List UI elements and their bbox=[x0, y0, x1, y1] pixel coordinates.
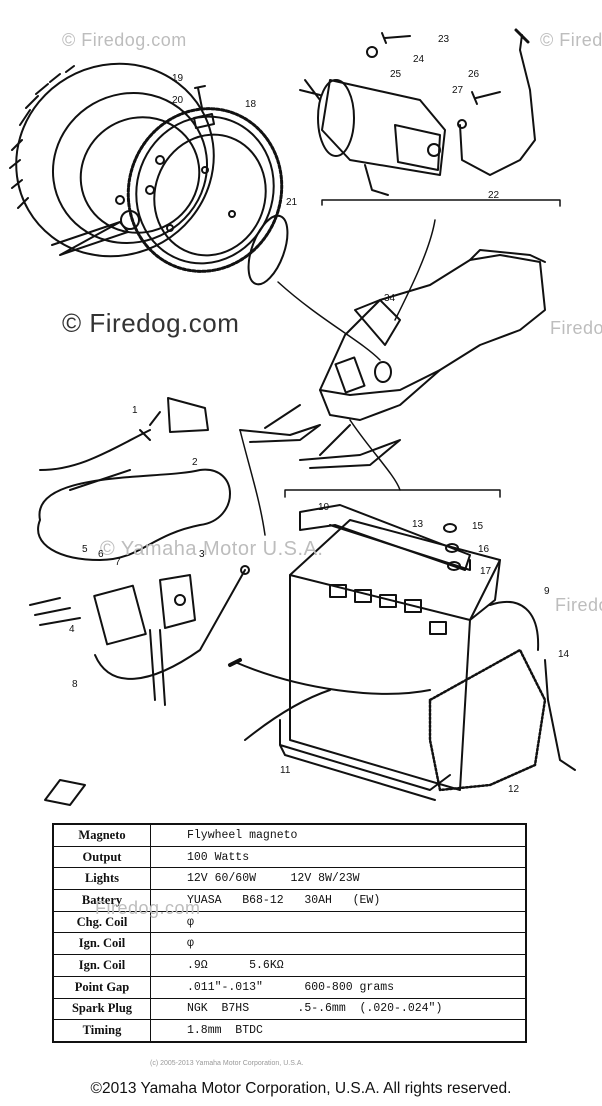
spec-value: φ bbox=[150, 932, 527, 956]
part-number-label: 26 bbox=[468, 69, 480, 80]
part-number-label: 34 bbox=[384, 293, 396, 304]
spec-value: Flywheel magneto bbox=[150, 823, 527, 847]
part-number-label: 12 bbox=[508, 784, 520, 795]
part-number-label: 19 bbox=[172, 73, 184, 84]
spec-label: Output bbox=[52, 845, 151, 869]
watermark: Firedog.com bbox=[95, 898, 201, 918]
cable-7-drawing bbox=[234, 661, 431, 695]
watermark: © Firedog bbox=[540, 30, 602, 50]
spec-label: Lights bbox=[52, 867, 151, 891]
spec-value: NGK B7HS .5-.6mm (.020-.024") bbox=[150, 997, 527, 1021]
part-number-label: 3 bbox=[199, 549, 205, 560]
nut-17-drawing bbox=[447, 561, 461, 571]
leader-line bbox=[277, 281, 381, 361]
watermark: © Firedog.com bbox=[62, 308, 240, 338]
spec-label: Spark Plug bbox=[52, 997, 151, 1021]
part-number-label: 8 bbox=[72, 679, 78, 690]
watermark: Firedog bbox=[550, 318, 602, 338]
battery-tray-drawing bbox=[279, 719, 451, 801]
leader-line bbox=[394, 219, 436, 321]
part-number-label: 24 bbox=[413, 54, 425, 65]
part-number-label: 18 bbox=[245, 99, 257, 110]
washer-24-drawing bbox=[366, 46, 378, 58]
spec-value: .9Ω 5.6KΩ bbox=[150, 954, 527, 977]
wiring-harness-drawing bbox=[29, 397, 250, 706]
part-number-label: 2 bbox=[192, 457, 198, 468]
part-number-label: 14 bbox=[558, 649, 570, 660]
cable-end-drawing bbox=[244, 689, 331, 741]
leader-line bbox=[239, 429, 266, 536]
cable-9-drawing bbox=[489, 601, 540, 651]
spec-label: Ign. Coil bbox=[52, 932, 151, 956]
battery-cover-drawing bbox=[428, 648, 547, 792]
copyright-notice: ©2013 Yamaha Motor Corporation, U.S.A. A… bbox=[90, 1080, 512, 1097]
part-number-label: 7 bbox=[115, 557, 121, 568]
spec-label: Timing bbox=[52, 1019, 151, 1043]
washer-16-drawing bbox=[445, 543, 459, 553]
battery-strap-10-drawing bbox=[299, 504, 471, 571]
part-number-label: 21 bbox=[286, 197, 298, 208]
part-number-label: 1 bbox=[132, 405, 138, 416]
spec-value: 100 Watts bbox=[150, 845, 527, 869]
part-number-label: 15 bbox=[472, 521, 484, 532]
spec-label: Magneto bbox=[52, 823, 151, 847]
part-number-label: 6 bbox=[98, 549, 104, 560]
part-number-label: 10 bbox=[318, 502, 330, 513]
washer-27-drawing bbox=[457, 119, 467, 129]
spec-label: Ign. Coil bbox=[52, 954, 151, 977]
part-number-label: 20 bbox=[172, 95, 184, 106]
part-number-label: 23 bbox=[438, 34, 450, 45]
part-number-label: 16 bbox=[478, 544, 490, 555]
spec-row: Point Gap.011"-.013" 600-800 grams bbox=[52, 975, 527, 999]
starter-motor-drawing bbox=[299, 79, 446, 196]
spec-value: .011"-.013" 600-800 grams bbox=[150, 975, 527, 999]
spec-label: Battery bbox=[52, 889, 151, 912]
bracket-line bbox=[284, 489, 501, 498]
part-number-label: 11 bbox=[280, 765, 291, 776]
part-number-label: 5 bbox=[82, 544, 88, 555]
bolt-19-drawing bbox=[194, 85, 206, 109]
watermark: © Firedog.com bbox=[62, 30, 187, 50]
front-arrow-drawing bbox=[44, 779, 86, 806]
spec-value: 12V 60/60W 12V 8W/23W bbox=[150, 867, 527, 891]
watermark: © Yamaha Motor U.S.A. bbox=[100, 538, 324, 560]
watermark: Firedog bbox=[555, 595, 602, 615]
table-fineprint: (c) 2005-2013 Yamaha Motor Corporation, … bbox=[150, 1060, 304, 1067]
part-number-label: 17 bbox=[480, 566, 492, 577]
spec-value: φ bbox=[150, 910, 527, 934]
part-number-label: 9 bbox=[544, 586, 550, 597]
snowmobile-drawing bbox=[239, 249, 546, 469]
nut-15-drawing bbox=[443, 523, 457, 533]
leader-line bbox=[349, 419, 401, 491]
rod-14-drawing bbox=[544, 659, 576, 771]
spec-value: YUASA B68-12 30AH (EW) bbox=[150, 889, 527, 912]
part-number-label: 27 bbox=[452, 85, 464, 96]
spec-row: Ign. Coil.9Ω 5.6KΩ bbox=[52, 954, 527, 977]
spec-label: Point Gap bbox=[52, 975, 151, 999]
flywheel-magneto-drawing bbox=[9, 62, 215, 258]
battery-drawing bbox=[289, 504, 501, 791]
part-number-label: 4 bbox=[69, 624, 75, 635]
bracket-line bbox=[321, 199, 561, 207]
part-number-label: 25 bbox=[390, 69, 402, 80]
washer-20-drawing bbox=[193, 113, 215, 129]
bolt-26-drawing bbox=[471, 91, 501, 105]
o-ring-drawing bbox=[247, 214, 289, 286]
part-number-label: 22 bbox=[488, 190, 500, 201]
cable-22-drawing bbox=[459, 34, 536, 176]
spec-value: 1.8mm BTDC bbox=[150, 1019, 527, 1043]
part-number-label: 13 bbox=[412, 519, 424, 530]
bolt-23-drawing bbox=[381, 32, 411, 44]
